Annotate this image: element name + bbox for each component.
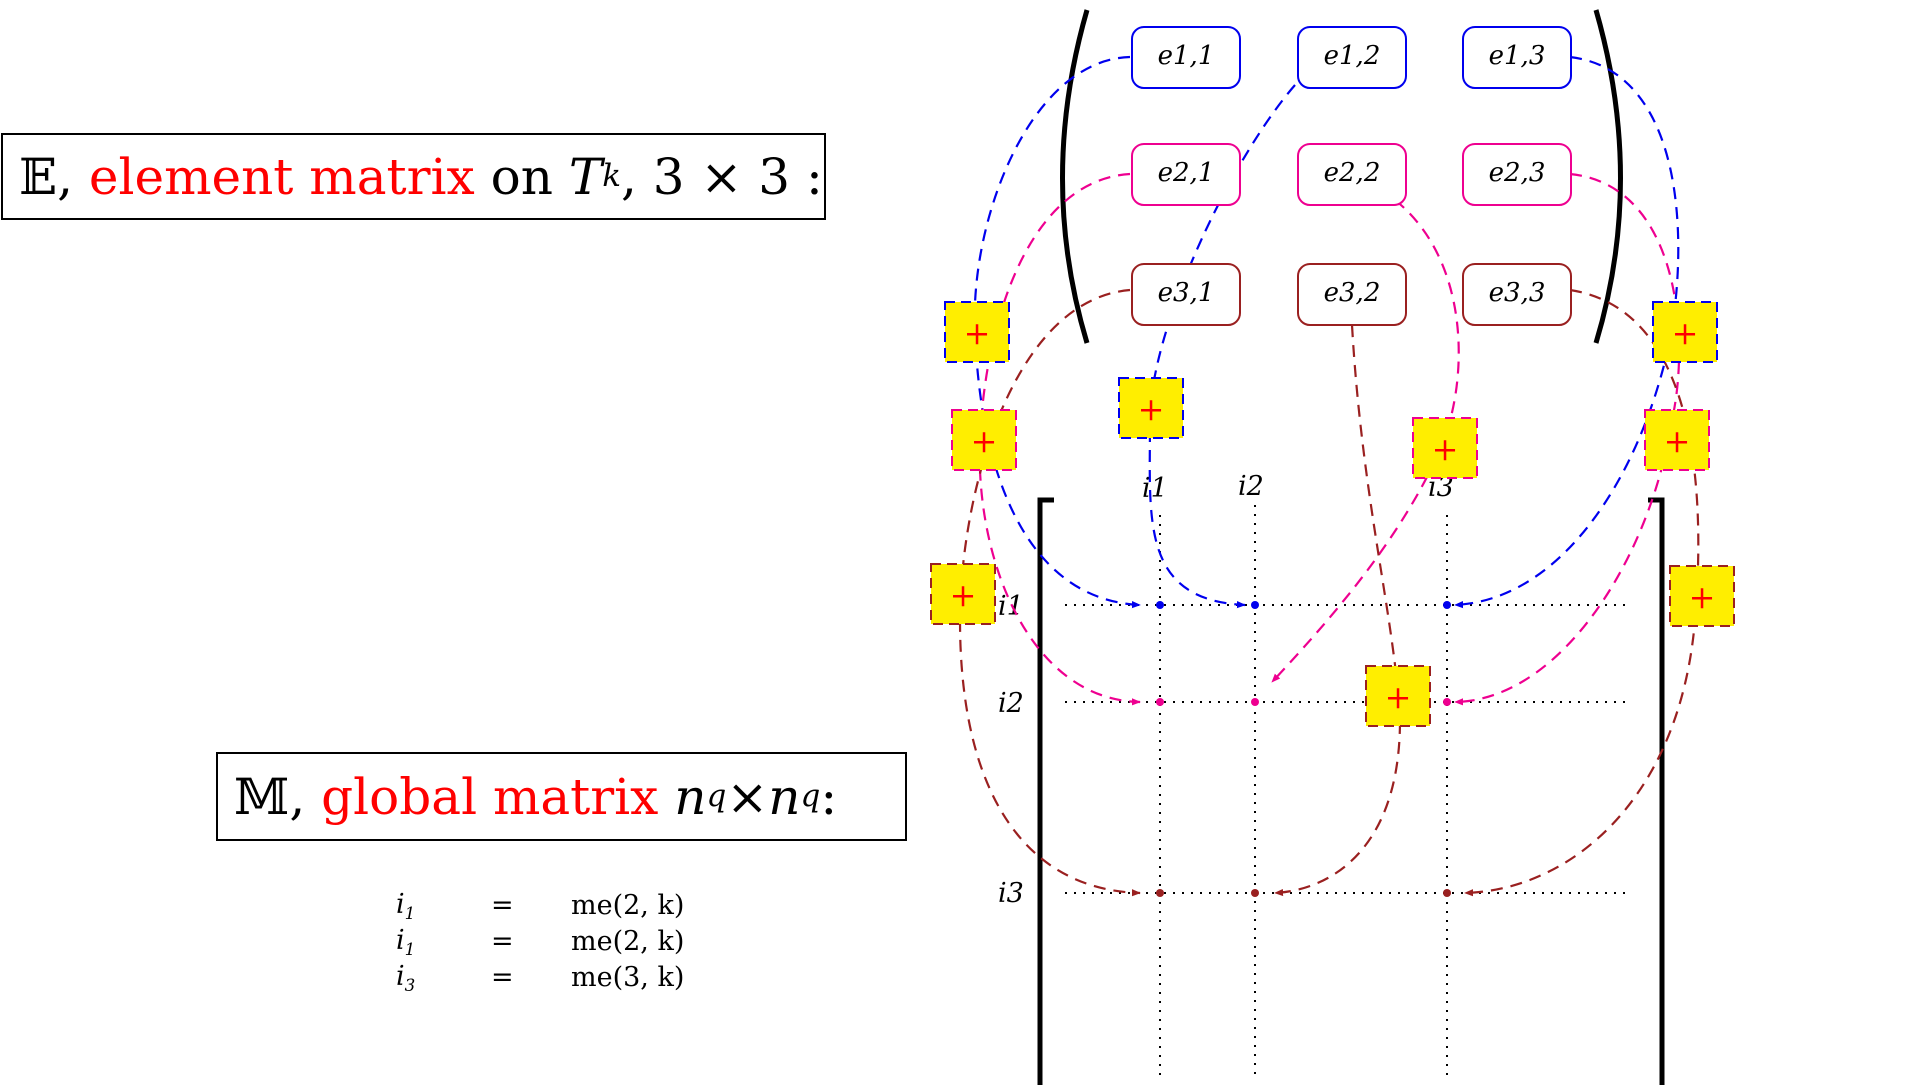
global-size-suffix: : [820,767,838,826]
node-dot [1156,698,1164,706]
grid-lines [1065,505,1632,1075]
global-size-n1: n [674,767,707,826]
node-dot [1443,601,1451,609]
eq-lhs-sub: 1 [404,938,416,959]
eq-op: = [491,890,514,922]
grid-nodes [1156,601,1451,897]
plus-icon: + [944,301,1010,363]
eq-lhs: i [396,924,405,956]
plus-icon: + [1412,417,1478,479]
equation-row: i3 = me(3, k) [396,961,684,997]
svg-text:+: + [964,314,991,352]
eq-rhs: me(3, k) [571,962,685,994]
svg-text:e2,2: e2,2 [1324,158,1381,188]
row-label-i1: i1 [998,591,1024,622]
plus-icon: + [1118,377,1184,439]
svg-text:e3,2: e3,2 [1324,278,1381,308]
col-label-i1: i1 [1142,473,1168,504]
svg-text:e2,3: e2,3 [1489,158,1546,188]
global-size-n2-sub: q [800,778,821,814]
equation-row: i1 = me(2, k) [396,925,684,961]
svg-text:+: + [1432,430,1459,468]
arrow-e31-to-m31 [958,288,1141,897]
element-matrix-left-paren [1060,9,1090,344]
global-matrix-right-bracket [1648,497,1665,1085]
element-cell: e1,3 [1462,26,1572,89]
triangle-subscript: k [602,158,621,194]
global-size-n1-sub: q [706,778,727,814]
eq-op: = [491,926,514,958]
element-matrix-cells: e1,1 e1,2 e1,3 e2,1 e2,2 e2,3 e3,1 e3,2 [1131,26,1572,326]
svg-text:e3,3: e3,3 [1489,278,1546,308]
plus-icon: + [951,409,1017,471]
plus-icon: + [1669,565,1735,627]
element-cell: e2,2 [1297,143,1407,206]
svg-text:+: + [1689,578,1716,616]
svg-text:+: + [1385,678,1412,716]
index-equations: i1 = me(2, k) i1 = me(2, k) i3 = me(3, k… [396,889,684,997]
eq-lhs: i [396,889,405,920]
element-matrix-symbol: 𝔼, [19,147,74,206]
plus-icon: + [1652,301,1718,363]
row-label-i3: i3 [998,878,1024,909]
global-size-times: × [726,767,769,826]
sum-boxes: + + + + + + + + [930,301,1735,727]
element-cell: e3,3 [1462,263,1572,326]
element-size: , 3 × 3 : [620,147,823,206]
plus-icon: + [930,563,996,625]
element-cell: e2,1 [1131,143,1241,206]
element-cell: e3,1 [1131,263,1241,326]
svg-text:e3,1: e3,1 [1158,278,1215,308]
svg-text:e1,1: e1,1 [1158,41,1215,71]
global-size-n2: n [768,767,801,826]
node-dot [1156,601,1164,609]
node-dot [1443,889,1451,897]
element-cell: e1,1 [1131,26,1241,89]
svg-text:e1,3: e1,3 [1489,41,1546,71]
element-cell: e2,3 [1462,143,1572,206]
eq-rhs: me(2, k) [571,890,685,922]
global-matrix-left-bracket [1037,497,1054,1085]
svg-text:+: + [950,576,977,614]
plus-icon: + [1365,665,1431,727]
row2-connectors [978,172,1681,706]
element-cell: e1,2 [1297,26,1407,89]
element-matrix-label: element matrix [88,147,475,206]
row-label-i2: i2 [998,688,1024,719]
element-cell: e3,2 [1297,263,1407,326]
equation-row: i1 = me(2, k) [396,889,684,925]
global-matrix-symbol: 𝕄, [234,767,306,826]
node-dot [1251,889,1259,897]
svg-text:e1,2: e1,2 [1324,41,1381,71]
node-dot [1443,698,1451,706]
eq-lhs-sub: 3 [404,974,416,995]
eq-lhs: i [396,960,405,992]
arrow-e23-to-m23 [1454,172,1681,706]
global-matrix-label: global matrix [321,767,659,826]
col-label-i2: i2 [1238,471,1264,502]
eq-lhs-sub: 1 [404,902,416,923]
element-on-word: on [490,147,553,206]
element-matrix-right-paren [1593,9,1623,344]
row1-connectors [973,55,1680,609]
node-dot [1251,601,1259,609]
plus-icon: + [1644,409,1710,471]
triangle-symbol: T [568,147,603,206]
svg-text:+: + [1672,314,1699,352]
row3-connectors [958,288,1700,897]
eq-op: = [491,962,514,994]
node-dot [1156,889,1164,897]
svg-text:+: + [1664,422,1691,460]
svg-text:+: + [1138,390,1165,428]
node-dot [1251,698,1259,706]
eq-rhs: me(2, k) [571,926,685,958]
svg-text:e2,1: e2,1 [1158,158,1215,188]
svg-text:+: + [971,422,998,460]
